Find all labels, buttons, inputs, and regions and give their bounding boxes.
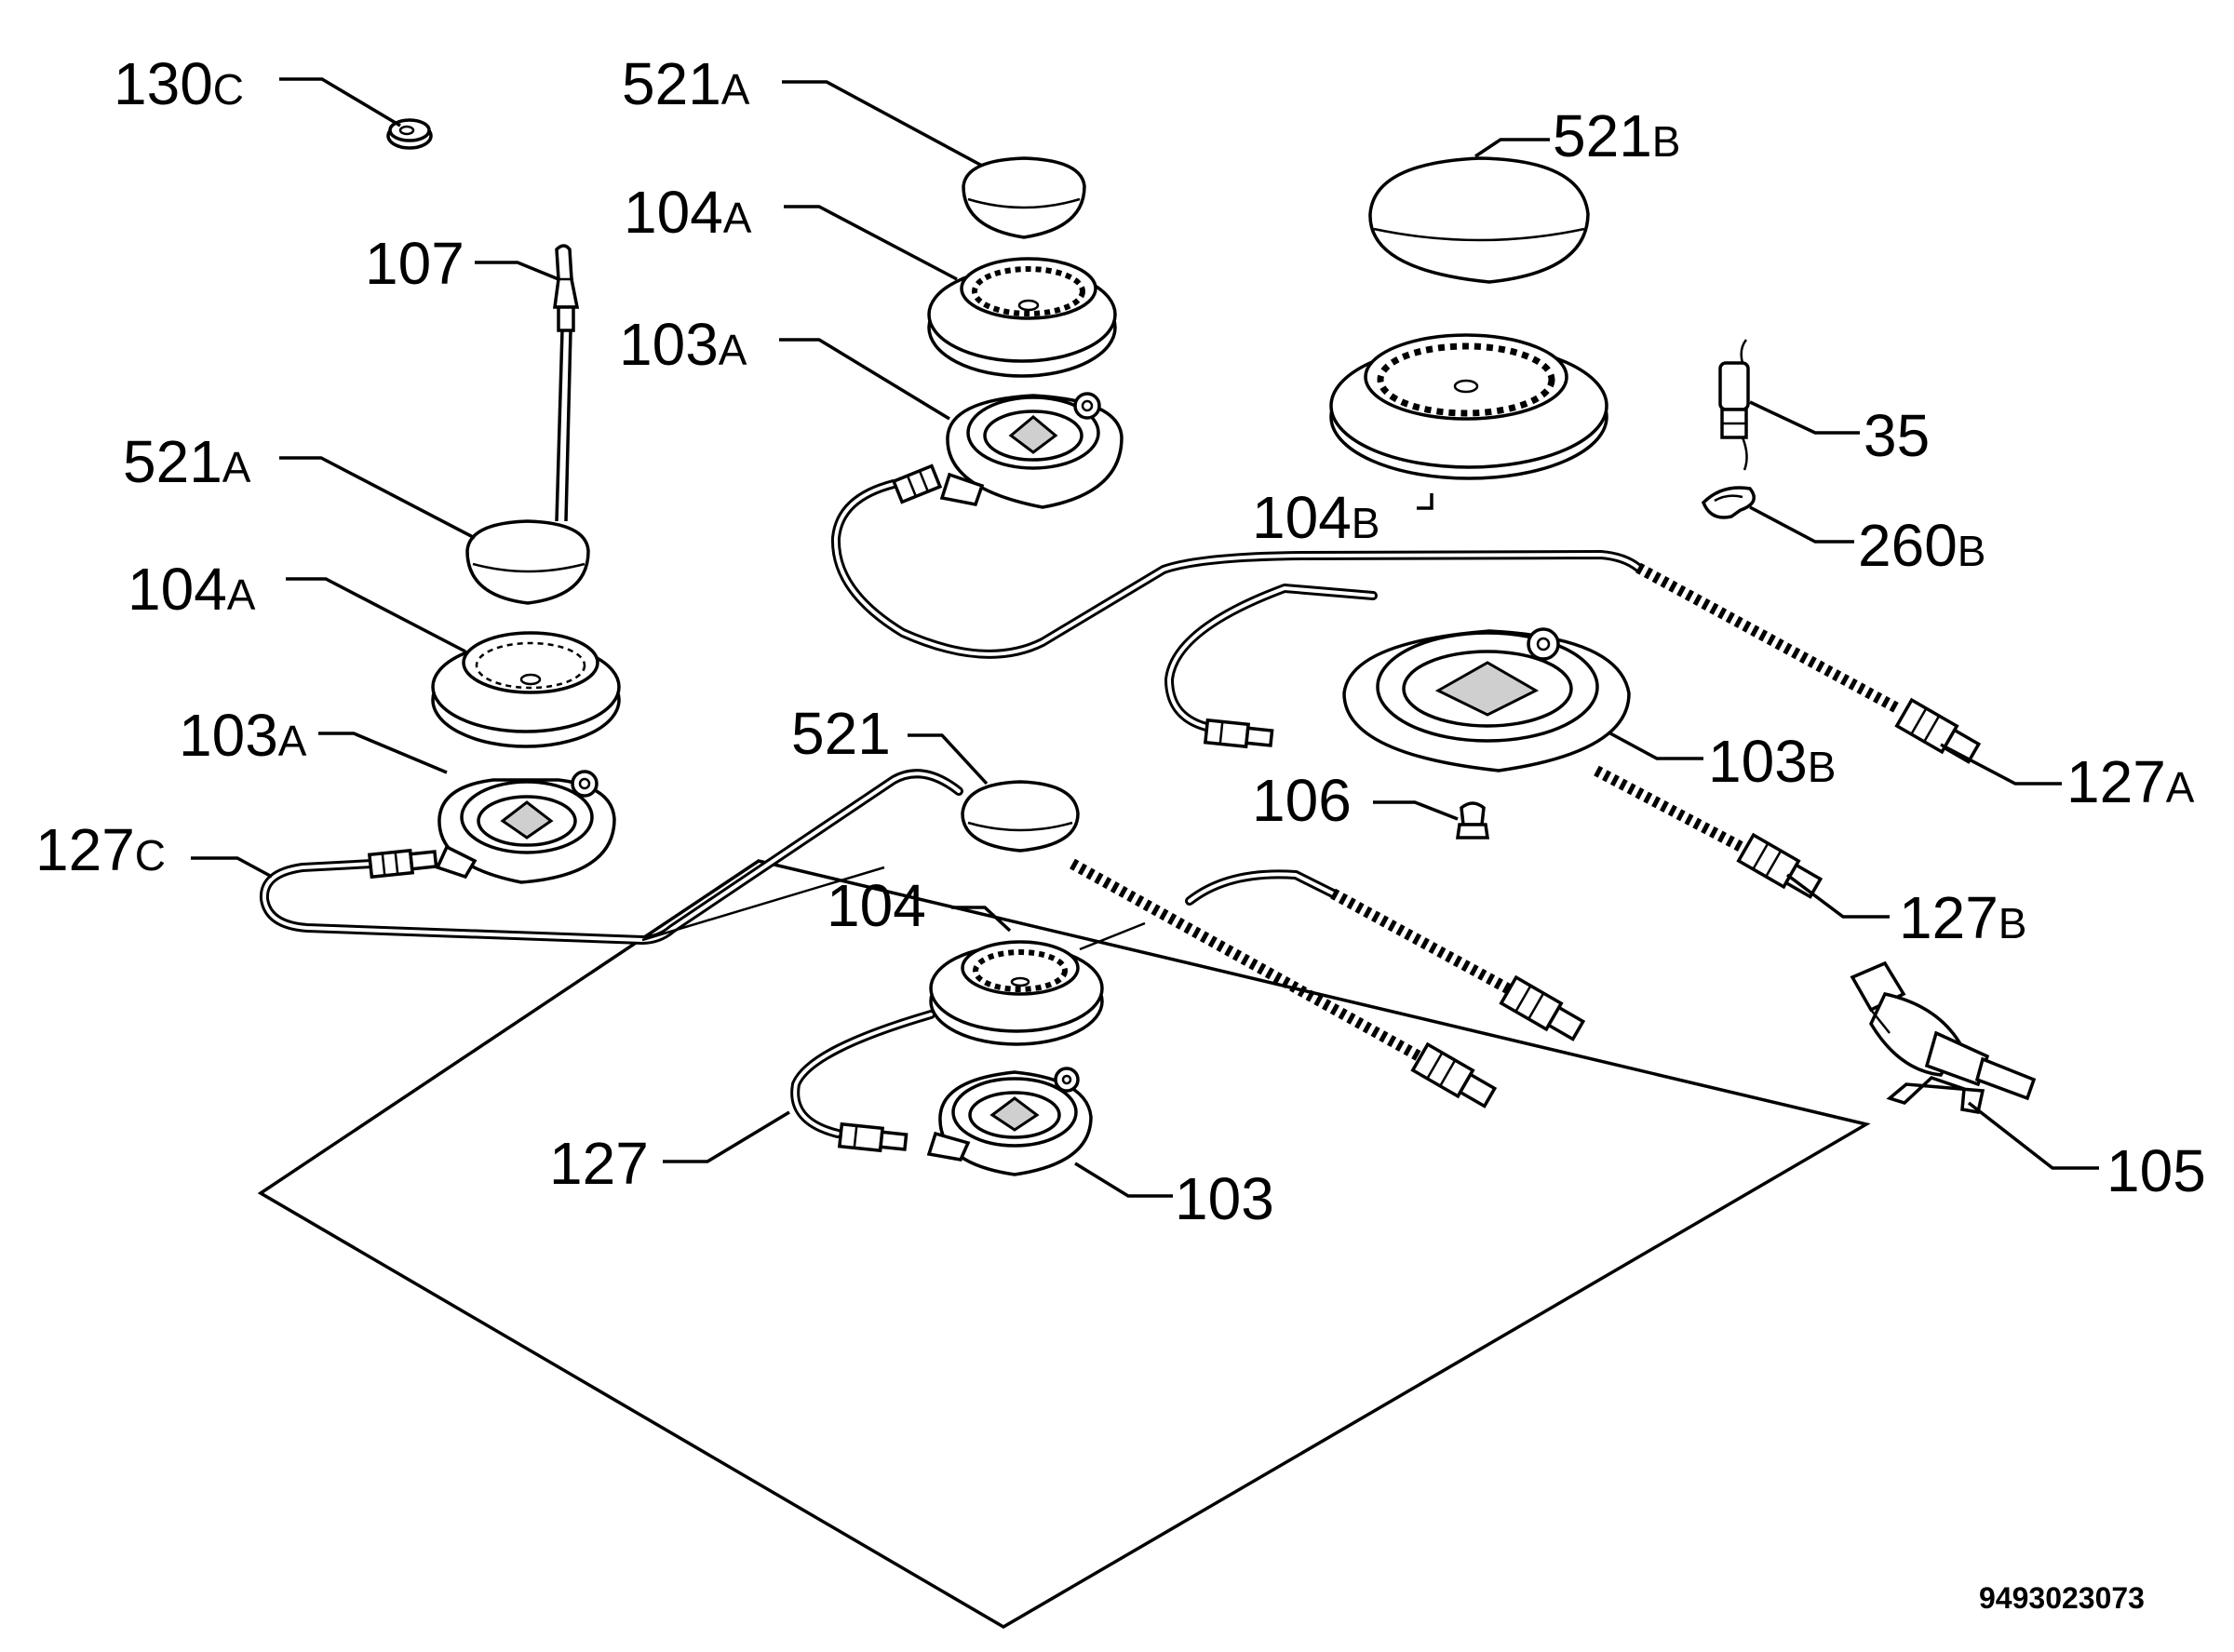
part-35-spark-electrode: [1718, 339, 1750, 471]
label-260b: 260B: [1858, 512, 1985, 579]
burner-left: [431, 519, 621, 884]
label-127: 127: [549, 1130, 649, 1197]
label-106: 106: [1252, 767, 1352, 834]
label-521: 521: [791, 700, 891, 767]
pipe-fittings: [367, 463, 1982, 1153]
label-104a-left: 104A: [128, 556, 256, 623]
part-260b-clip: [1701, 486, 1756, 519]
leader-lines: [191, 77, 2099, 1198]
label-127a: 127A: [2066, 748, 2195, 815]
hob-plate: [257, 859, 1871, 1630]
label-107: 107: [365, 230, 464, 297]
label-103a-top: 103A: [619, 311, 747, 378]
label-521a-top: 521A: [622, 50, 750, 117]
part-107-thermocouple: [553, 244, 580, 522]
label-103a-left: 103A: [179, 702, 307, 769]
label-127b: 127B: [1899, 884, 2026, 951]
label-35: 35: [1864, 402, 1930, 469]
label-103b: 103B: [1708, 728, 1836, 795]
label-103: 103: [1175, 1165, 1274, 1232]
label-104a-top: 104A: [624, 179, 752, 246]
label-127c: 127C: [35, 816, 166, 883]
part-labels: 130C 521A 521B 104A 107 103A 35 521A 104…: [35, 50, 2206, 1232]
label-130c: 130C: [114, 50, 244, 117]
part-105-gas-tap: [1850, 960, 2037, 1115]
part-130c-nut: [386, 118, 433, 150]
label-104: 104: [827, 872, 926, 939]
drawing-code: 9493023073: [1979, 1581, 2145, 1615]
label-521a-left: 521A: [123, 428, 251, 495]
burner-top-middle: [927, 156, 1124, 509]
label-104b: 104B: [1252, 484, 1379, 551]
label-105: 105: [2106, 1137, 2206, 1204]
gas-pipes: [259, 479, 1902, 1138]
part-106-injector: [1455, 801, 1490, 839]
burner-small-front: [926, 780, 1104, 1176]
burner-large-right: [1329, 156, 1631, 772]
label-521b: 521B: [1553, 102, 1680, 169]
